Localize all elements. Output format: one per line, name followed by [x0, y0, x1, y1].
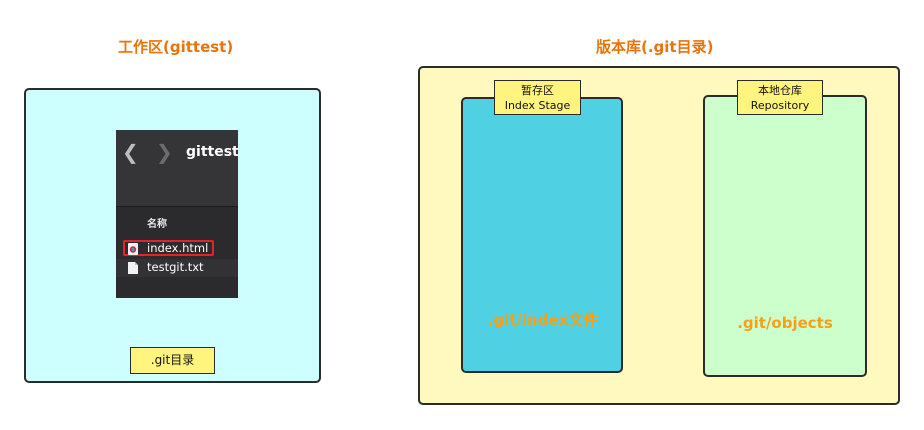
finder-window: ❮ ❯ gittest 名称 index.html testgit.txt [116, 130, 238, 298]
file-name: index.html [147, 241, 209, 255]
local-repository-tag: 本地仓库 Repository [737, 80, 823, 115]
staging-area-tag-en: Index Stage [504, 99, 571, 112]
workspace-title: 工作区(gittest) [118, 38, 234, 56]
column-header-name[interactable]: 名称 [116, 207, 238, 237]
selection-highlight [123, 240, 214, 256]
text-file-icon [128, 262, 138, 274]
staging-area-tag-cn: 暂存区 [521, 84, 554, 97]
repository-title: 版本库(.git目录) [596, 38, 714, 56]
local-repository-box [703, 95, 867, 377]
forward-chevron-icon[interactable]: ❯ [156, 140, 173, 164]
index-file-label: .git/index文件 [487, 311, 599, 329]
objects-label: .git/objects [737, 314, 833, 332]
finder-folder-title: gittest [186, 144, 238, 160]
finder-toolbar: ❮ ❯ gittest [116, 130, 238, 207]
staging-area-box [461, 97, 623, 373]
html-file-icon [128, 243, 138, 255]
git-directory-tag: .git目录 [130, 347, 215, 374]
local-repository-tag-en: Repository [750, 99, 810, 112]
column-header-label: 名称 [147, 219, 167, 230]
file-name: testgit.txt [147, 260, 204, 274]
file-row-index-html[interactable]: index.html [116, 240, 238, 258]
staging-area-tag: 暂存区 Index Stage [494, 80, 581, 115]
file-row-testgit-txt[interactable]: testgit.txt [116, 259, 238, 277]
local-repository-tag-cn: 本地仓库 [758, 84, 802, 97]
back-chevron-icon[interactable]: ❮ [122, 140, 139, 164]
